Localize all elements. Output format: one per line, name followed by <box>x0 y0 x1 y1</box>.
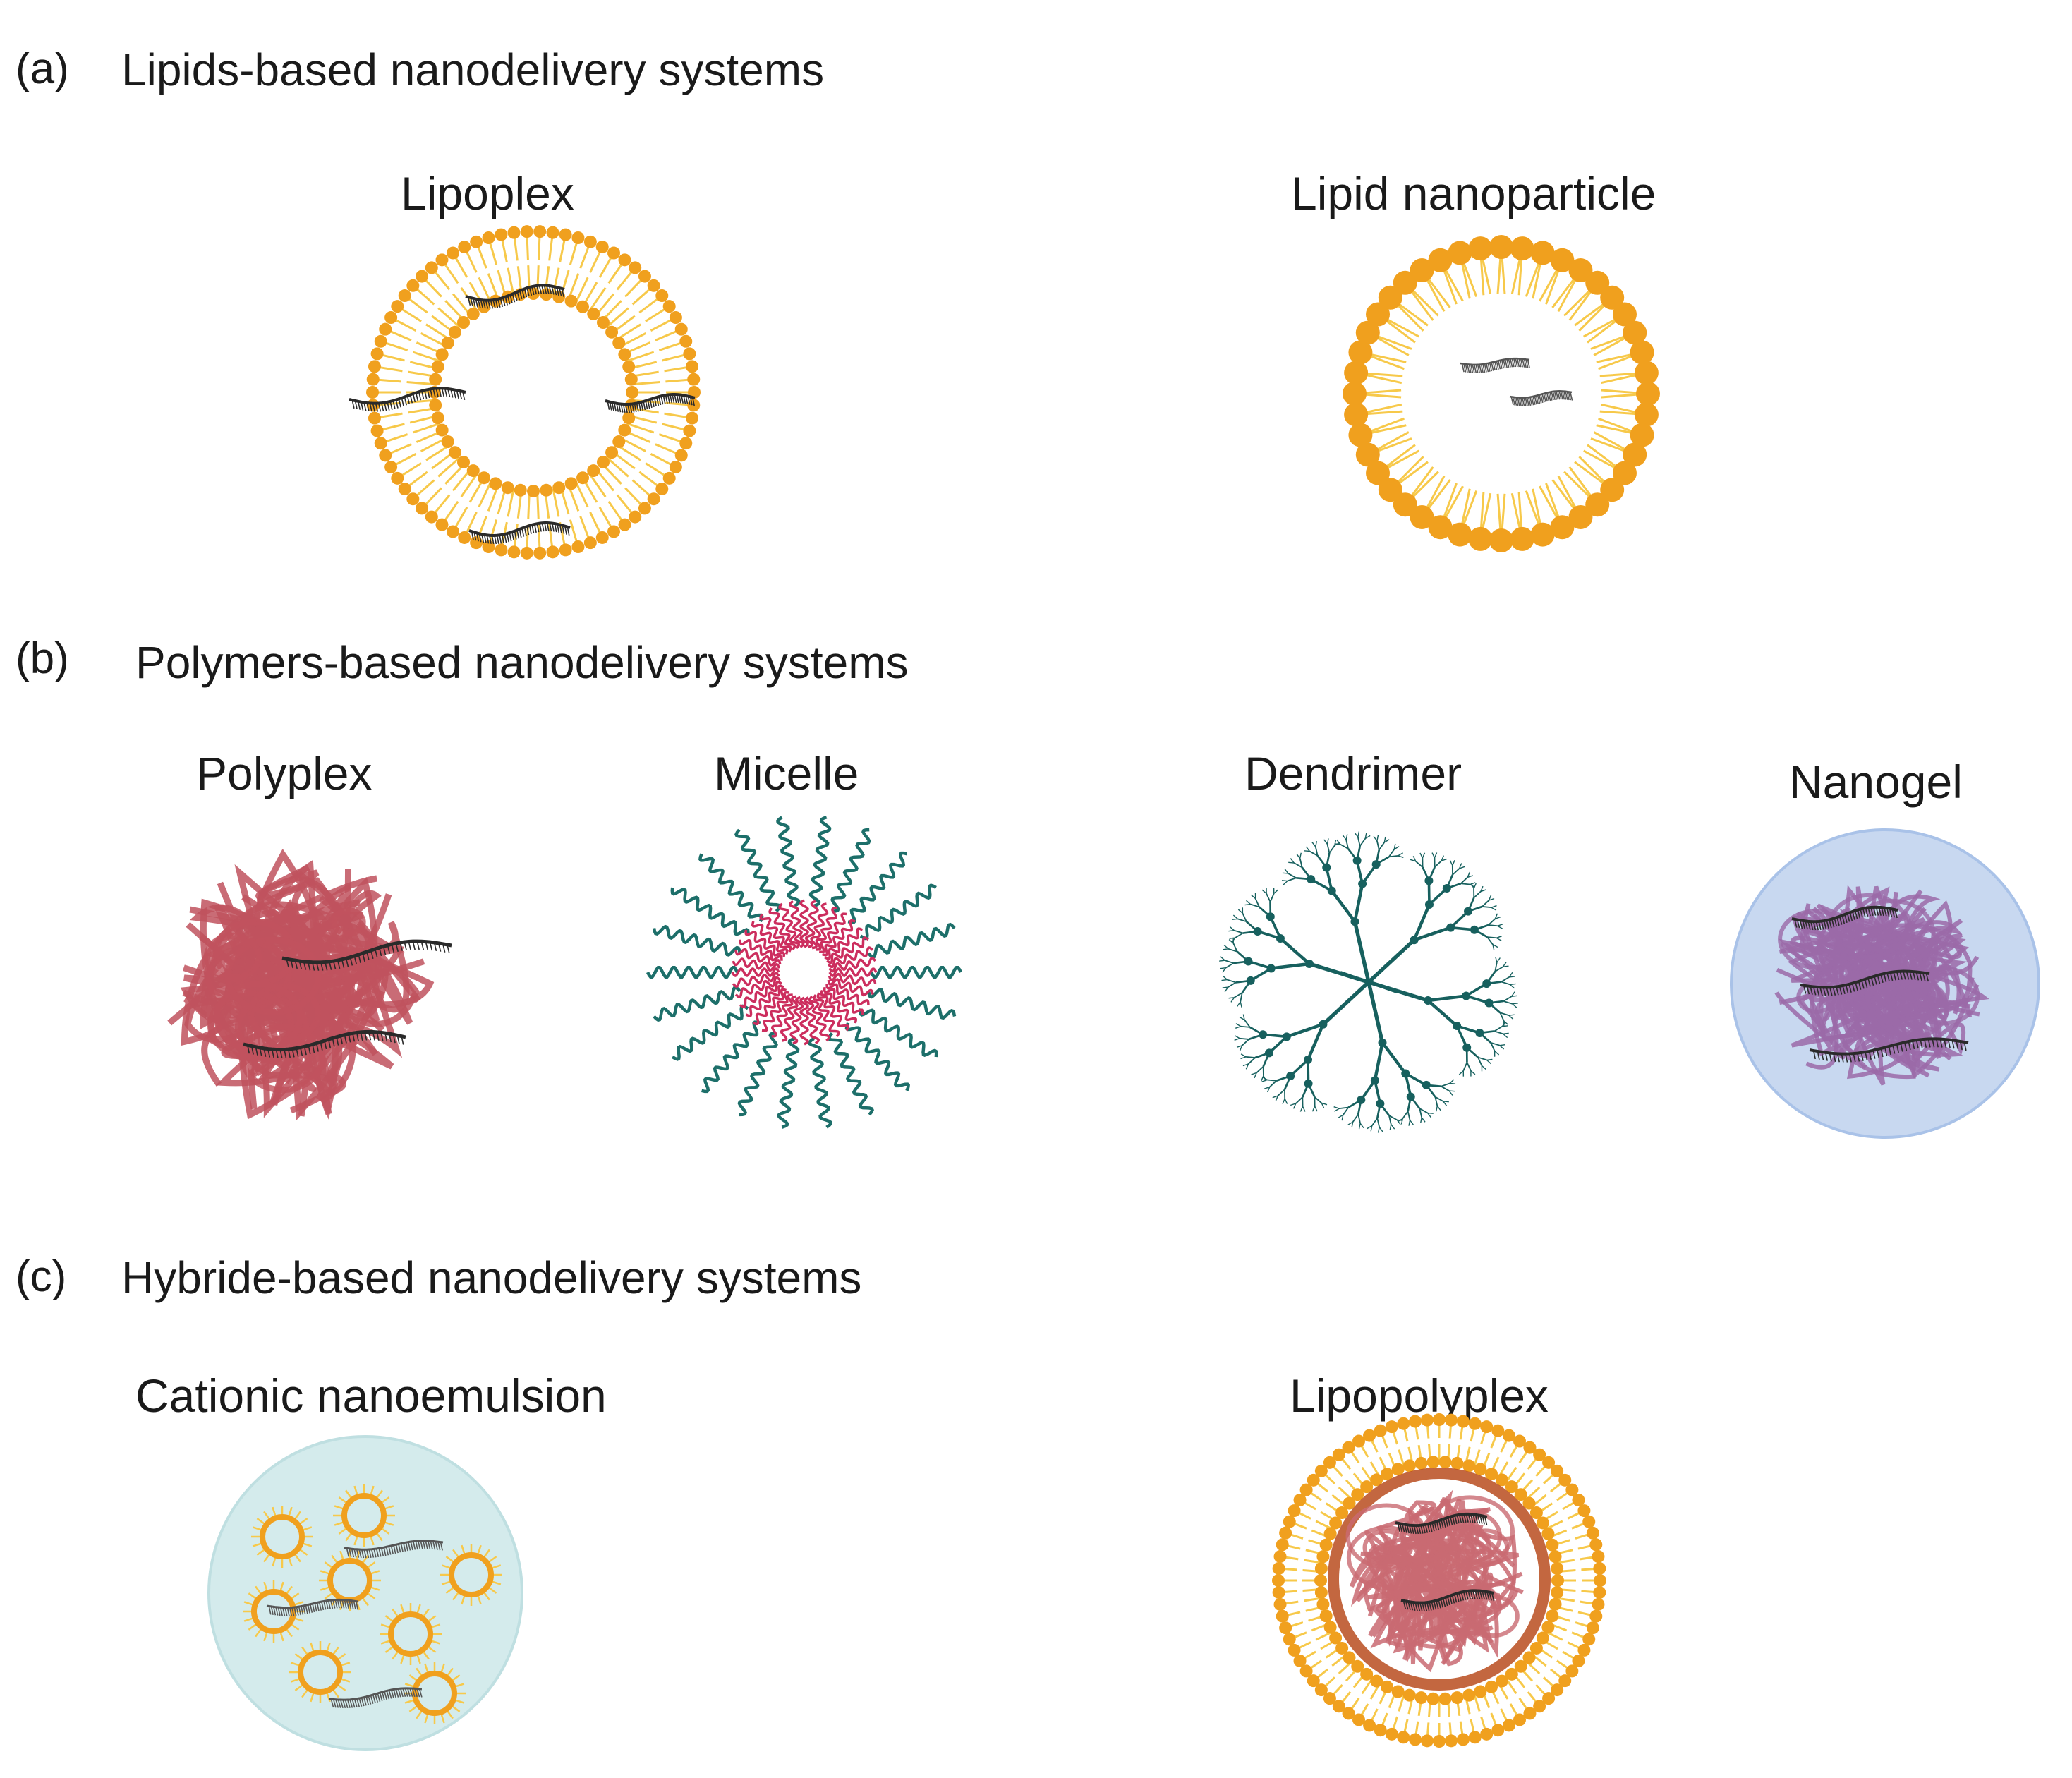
section-a-letter: (a) <box>16 44 69 93</box>
section-b-letter: (b) <box>16 634 69 683</box>
polyplex-illustration <box>167 848 452 1120</box>
nanogel-illustration <box>1730 828 2040 1139</box>
micelle-illustration <box>646 816 963 1129</box>
dendrimer-illustration <box>1219 831 1518 1133</box>
section-c-title: Hybride-based nanodelivery systems <box>121 1252 862 1303</box>
section-a-title: Lipids-based nanodelivery systems <box>121 44 825 95</box>
cationic-nanoemulsion-label: Cationic nanoemulsion <box>135 1369 607 1422</box>
nanogel-label: Nanogel <box>1789 756 1963 808</box>
polyplex-label: Polyplex <box>196 747 372 799</box>
lipoplex-label: Lipoplex <box>401 167 574 219</box>
lipoplex-illustration <box>349 225 701 560</box>
cationic-nanoemulsion-illustration <box>207 1435 523 1751</box>
lipopolyplex-label: Lipopolyplex <box>1290 1369 1549 1422</box>
lipopolyplex-illustration <box>1272 1413 1606 1748</box>
lipid-nanoparticle-label: Lipid nanoparticle <box>1291 167 1656 219</box>
lipid-nanoparticle-illustration <box>1343 235 1660 552</box>
micelle-label: Micelle <box>714 747 859 799</box>
section-b-title: Polymers-based nanodelivery systems <box>135 637 909 688</box>
section-c-letter: (c) <box>16 1252 67 1301</box>
dendrimer-label: Dendrimer <box>1244 747 1462 799</box>
